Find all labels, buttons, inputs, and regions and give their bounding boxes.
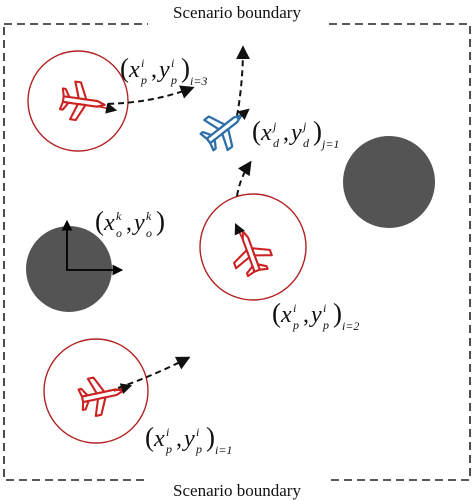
- comma: ,: [151, 57, 157, 83]
- paren-close: ): [156, 206, 165, 236]
- coord-var: y: [309, 302, 322, 328]
- trajectory-target: [235, 45, 250, 117]
- boundary-label-bottom: Scenario boundary: [173, 481, 301, 500]
- protected-zone-i3: [27, 50, 129, 152]
- comma: ,: [126, 210, 132, 236]
- superscript: k: [146, 209, 152, 223]
- index-subscript: i=3: [190, 74, 207, 88]
- paren-close: ): [313, 116, 322, 146]
- index-subscript: i=2: [342, 319, 359, 333]
- protected-zone-i1: [43, 338, 149, 444]
- airplane-icon: [75, 371, 129, 420]
- paren-close: ): [206, 422, 215, 452]
- coord-var: x: [153, 426, 165, 452]
- airplane-icon: [223, 223, 277, 280]
- superscript: i: [323, 301, 326, 315]
- heading-arrow-i2: [234, 222, 245, 241]
- heading-arrow-i3: [95, 102, 118, 114]
- subscript: p: [165, 442, 172, 456]
- trajectory-i1: [117, 356, 191, 389]
- subscript: d: [273, 136, 280, 150]
- subscript: p: [140, 73, 147, 87]
- trajectory-i3: [97, 85, 195, 105]
- superscript: i: [293, 301, 296, 315]
- obstacle-right: [343, 136, 435, 228]
- airplane-icon: [57, 78, 109, 125]
- airplane-icon: [194, 99, 255, 159]
- paren-open: (: [252, 116, 261, 146]
- coord-var: y: [132, 210, 145, 236]
- paren-close: ): [181, 53, 190, 83]
- coord-var: y: [289, 120, 302, 146]
- coord-var: y: [182, 426, 195, 452]
- scenario-boundary: [3, 23, 471, 481]
- protected-zone-i2: [199, 193, 307, 301]
- index-subscript: j=1: [320, 137, 339, 151]
- boundary-label-top: Scenario boundary: [173, 3, 301, 22]
- index-subscript: i=1: [215, 443, 232, 457]
- superscript: j: [271, 119, 277, 133]
- superscript: i: [141, 56, 144, 70]
- superscript: k: [116, 209, 122, 223]
- subscript: p: [322, 318, 329, 332]
- subscript: p: [170, 73, 177, 87]
- subscript: p: [195, 442, 202, 456]
- subscript: d: [303, 136, 310, 150]
- subscript: p: [292, 318, 299, 332]
- superscript: i: [171, 56, 174, 70]
- coord-var: y: [157, 57, 170, 83]
- paren-open: (: [95, 206, 104, 236]
- heading-arrow-i1: [113, 383, 133, 395]
- heading-arrow-target: [236, 108, 250, 121]
- comma: ,: [283, 120, 289, 146]
- coord-var: x: [103, 210, 115, 236]
- superscript: i: [196, 425, 199, 439]
- comma: ,: [176, 426, 182, 452]
- coord-var: x: [128, 57, 140, 83]
- trajectory-i2: [236, 160, 252, 197]
- paren-close: ): [333, 298, 342, 328]
- paren-open: (: [145, 422, 154, 452]
- paren-open: (: [120, 53, 129, 83]
- superscript: j: [301, 119, 307, 133]
- comma: ,: [303, 302, 309, 328]
- subscript: o: [146, 226, 152, 240]
- subscript: o: [116, 226, 122, 240]
- obstacle-left: [26, 226, 112, 312]
- coord-var: x: [280, 302, 292, 328]
- coord-var: x: [260, 120, 272, 146]
- superscript: i: [166, 425, 169, 439]
- paren-open: (: [272, 298, 281, 328]
